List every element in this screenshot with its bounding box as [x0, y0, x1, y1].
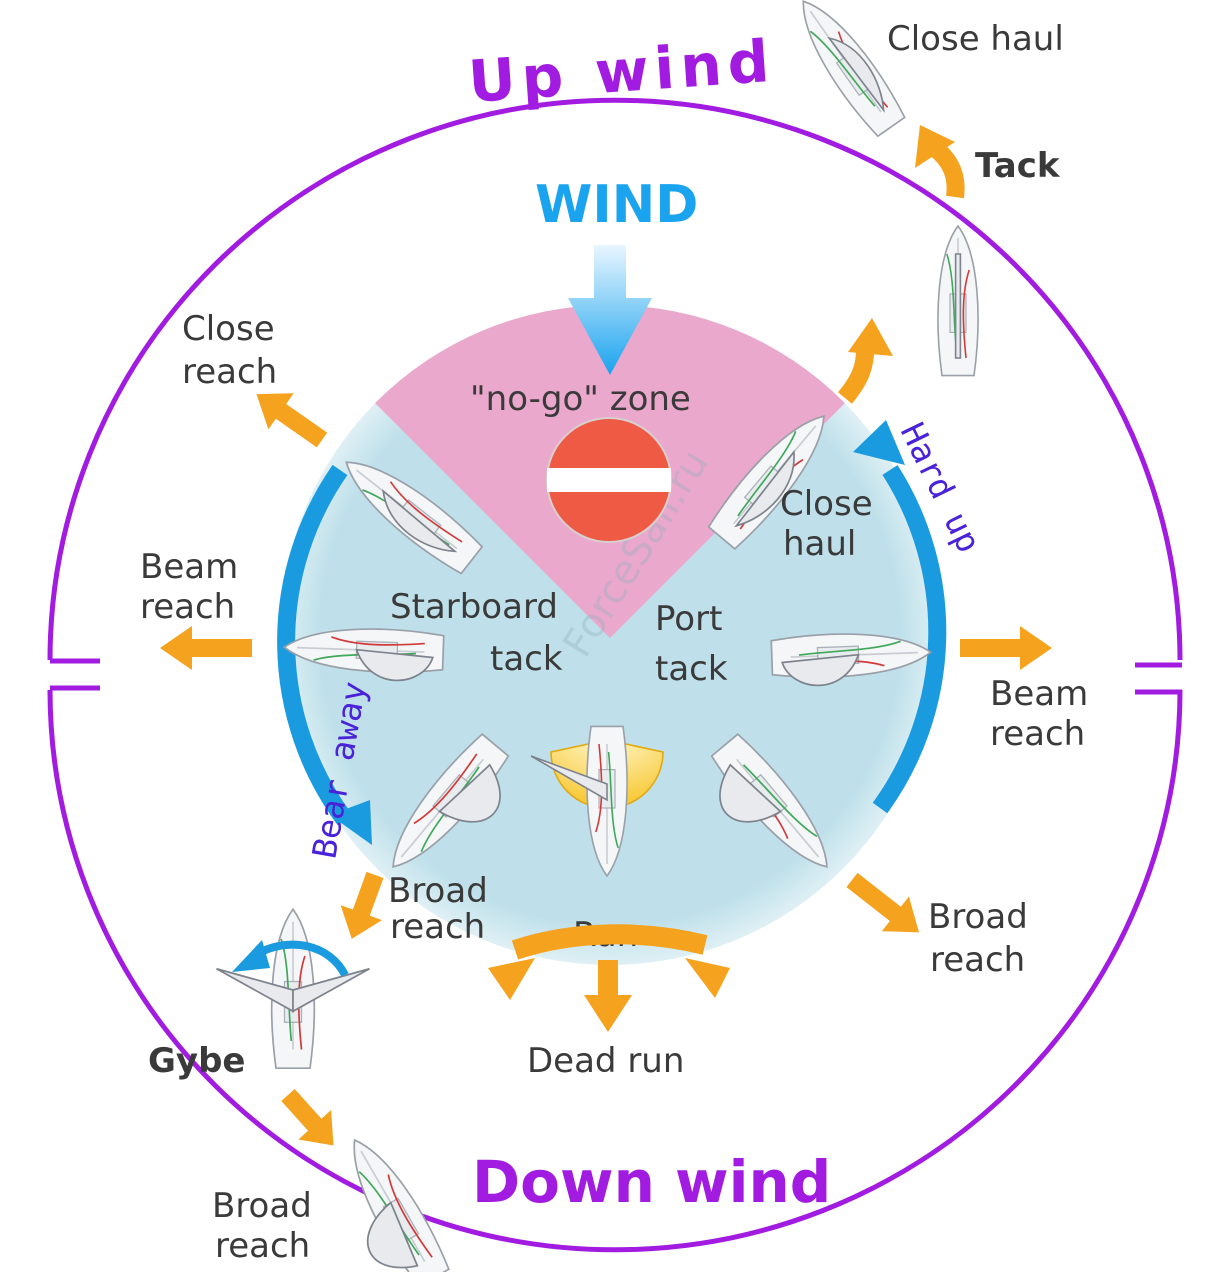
beam-reach-right-label-line2: reach [990, 714, 1085, 754]
broad-reach-left-arrow-icon [340, 871, 384, 939]
broad-reach-bottom-label-line1: Broad [212, 1186, 312, 1226]
boat-gybing [216, 908, 370, 1070]
hard-up-arrowhead-icon [853, 420, 905, 465]
boat-beam-reach-starboard [282, 625, 445, 682]
port-tack-label-line1: Port [655, 599, 722, 639]
port-tack-label-line2: tack [655, 649, 728, 689]
close-reach-label-line2: reach [182, 352, 277, 392]
tack-action-label: Tack [975, 146, 1061, 186]
no-entry-sign-icon [546, 417, 672, 543]
boat-broad-reach-bottom [335, 1128, 454, 1272]
boat-broad-reach-starboard [375, 730, 513, 882]
broad-reach-right-label-line2: reach [930, 940, 1025, 980]
boat-run [530, 725, 664, 877]
beam-reach-right-label-line1: Beam [990, 674, 1088, 714]
boat-close-haul-port [704, 401, 842, 553]
close-haul-inner-label-line2: haul [783, 524, 856, 564]
gybe-action-label: Gybe [148, 1041, 245, 1081]
boat-broad-reach-port [707, 730, 845, 882]
boat-close-reach-starboard [332, 444, 486, 578]
boat-beam-reach-port [770, 630, 933, 687]
boat-head-to-wind [937, 225, 979, 377]
beam-reach-left-label-line1: Beam [140, 547, 238, 587]
bear-away-arrowhead-icon [330, 800, 372, 845]
wind-title: WIND [535, 175, 698, 235]
hard-up-arc [872, 465, 947, 814]
gybe-arrow-icon [232, 940, 349, 977]
close-haul-top-label: Close haul [887, 19, 1064, 59]
close-haul-arrow-icon [837, 318, 893, 404]
gap-tick-left [50, 658, 100, 691]
broad-reach-left-label-line2: reach [390, 907, 485, 947]
gybe-to-broad-reach-arrow-icon [281, 1088, 334, 1146]
broad-reach-right-label-line1: Broad [928, 897, 1028, 937]
broad-reach-bottom-label-line2: reach [215, 1226, 310, 1266]
broad-reach-right-arrow-icon [846, 872, 919, 933]
no-go-zone-label: "no-go" zone [470, 379, 691, 419]
close-haul-inner-label-line1: Close [780, 484, 873, 524]
tack-arrow-icon [915, 125, 965, 199]
starboard-tack-label-line1: Starboard [390, 587, 558, 627]
starboard-tack-label-line2: tack [490, 639, 563, 679]
beam-reach-left-arrow-icon [160, 626, 252, 670]
boat-close-haul-top [785, 0, 909, 140]
close-reach-label-line1: Close [182, 309, 275, 349]
up-wind-title: Up wind [466, 27, 777, 116]
dead-run-label: Dead run [527, 1041, 684, 1081]
broad-reach-left-label-line1: Broad [388, 871, 488, 911]
close-reach-arrow-icon [256, 393, 328, 448]
down-wind-title: Down wind [472, 1148, 831, 1216]
wind-arrow-icon [568, 245, 652, 375]
run-fan-arrow-icon [488, 924, 730, 1032]
outer-circle-lower [47, 689, 1183, 1253]
gap-tick-right [1135, 662, 1182, 695]
outer-circle-upper [47, 97, 1183, 661]
beam-reach-left-label-line2: reach [140, 587, 235, 627]
beam-reach-right-arrow-icon [960, 626, 1052, 670]
